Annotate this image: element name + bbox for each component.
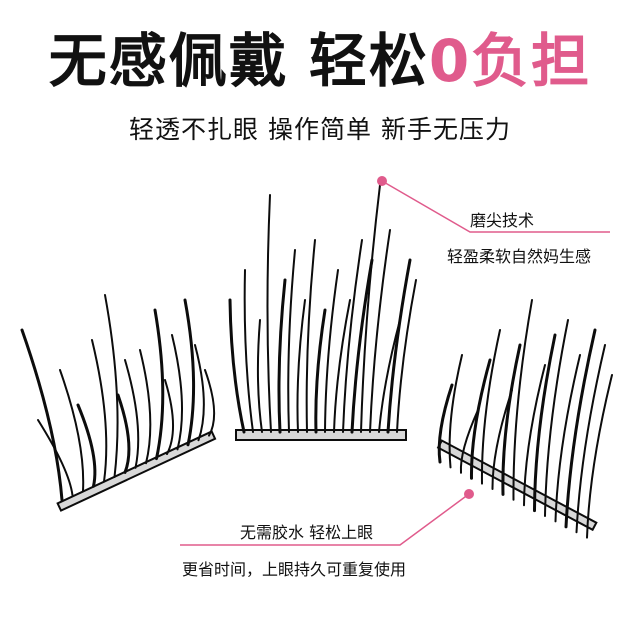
right-lash-strand bbox=[512, 299, 533, 501]
left-lash-strand bbox=[194, 344, 205, 442]
middle-lash-strand bbox=[369, 229, 391, 433]
left-lash-strand bbox=[116, 393, 131, 474]
middle-lash-strand bbox=[333, 299, 351, 433]
middle-lash-strand bbox=[350, 258, 374, 434]
left-lash-strand bbox=[164, 379, 175, 455]
left-lash-strand bbox=[139, 349, 152, 465]
middle-lash-strand bbox=[287, 249, 296, 433]
right-lash-strand bbox=[544, 319, 569, 517]
left-lash-strand bbox=[76, 403, 97, 488]
right-lash-strand bbox=[459, 409, 479, 474]
right-lash-strand bbox=[554, 354, 581, 523]
middle-lash-strand bbox=[360, 184, 381, 433]
right-lash-strand bbox=[501, 343, 522, 496]
middle-lash-band bbox=[235, 429, 407, 441]
headline-accent: 0负担 bbox=[428, 27, 592, 95]
left-lash-strand bbox=[59, 369, 85, 492]
right-lash-strand bbox=[469, 358, 492, 480]
left-lash-strand bbox=[104, 294, 119, 478]
right-lash-strand bbox=[437, 383, 454, 464]
left-lash-strand bbox=[124, 359, 140, 469]
middle-lash-strand bbox=[396, 279, 417, 433]
headline: 无感佩戴轻松0负担 bbox=[0, 14, 640, 98]
left-lash-strand bbox=[183, 298, 196, 447]
middle-lash-strand bbox=[342, 239, 363, 433]
middle-lash-strand bbox=[324, 269, 339, 433]
middle-lash-strand bbox=[228, 298, 246, 434]
middle-lash-strand bbox=[314, 308, 327, 434]
right-lash-strand bbox=[586, 374, 613, 539]
right-lash-strand bbox=[448, 354, 463, 469]
right-lash-strand bbox=[523, 364, 546, 507]
middle-lash-strand bbox=[296, 299, 306, 433]
right-lash-strand bbox=[480, 329, 501, 485]
left-lash-strand bbox=[153, 308, 165, 461]
middle-lash-strand bbox=[266, 194, 272, 433]
left-lash-strand bbox=[204, 369, 216, 437]
right-lash-strand bbox=[533, 333, 557, 513]
left-lash-strand bbox=[37, 419, 74, 497]
left-lash-strand bbox=[91, 339, 108, 483]
middle-lash-strand bbox=[305, 239, 316, 433]
left-lash-band bbox=[56, 430, 217, 512]
middle-lash-strand bbox=[386, 258, 412, 434]
middle-lash-strand bbox=[243, 269, 254, 433]
right-lash-strand bbox=[564, 328, 597, 529]
left-lash-strand bbox=[20, 328, 64, 502]
callout-top-line2: 轻盈柔软自然妈生感 bbox=[447, 247, 592, 266]
middle-lash-strand bbox=[256, 319, 263, 433]
middle-lash-strand bbox=[277, 278, 287, 434]
callout-top-line1: 磨尖技术 bbox=[470, 211, 535, 230]
left-lash-strand bbox=[171, 334, 183, 451]
right-lash-strand bbox=[575, 344, 606, 534]
headline-part2: 轻松 bbox=[308, 27, 429, 95]
subtitle: 轻透不扎眼 操作简单 新手无压力 bbox=[129, 115, 511, 144]
callout-bottom-line1: 无需胶水 轻松上眼 bbox=[240, 523, 374, 542]
callout-bottom-line2: 更省时间，上眼持久可重复使用 bbox=[182, 560, 407, 579]
headline-part1: 无感佩戴 bbox=[48, 27, 289, 95]
